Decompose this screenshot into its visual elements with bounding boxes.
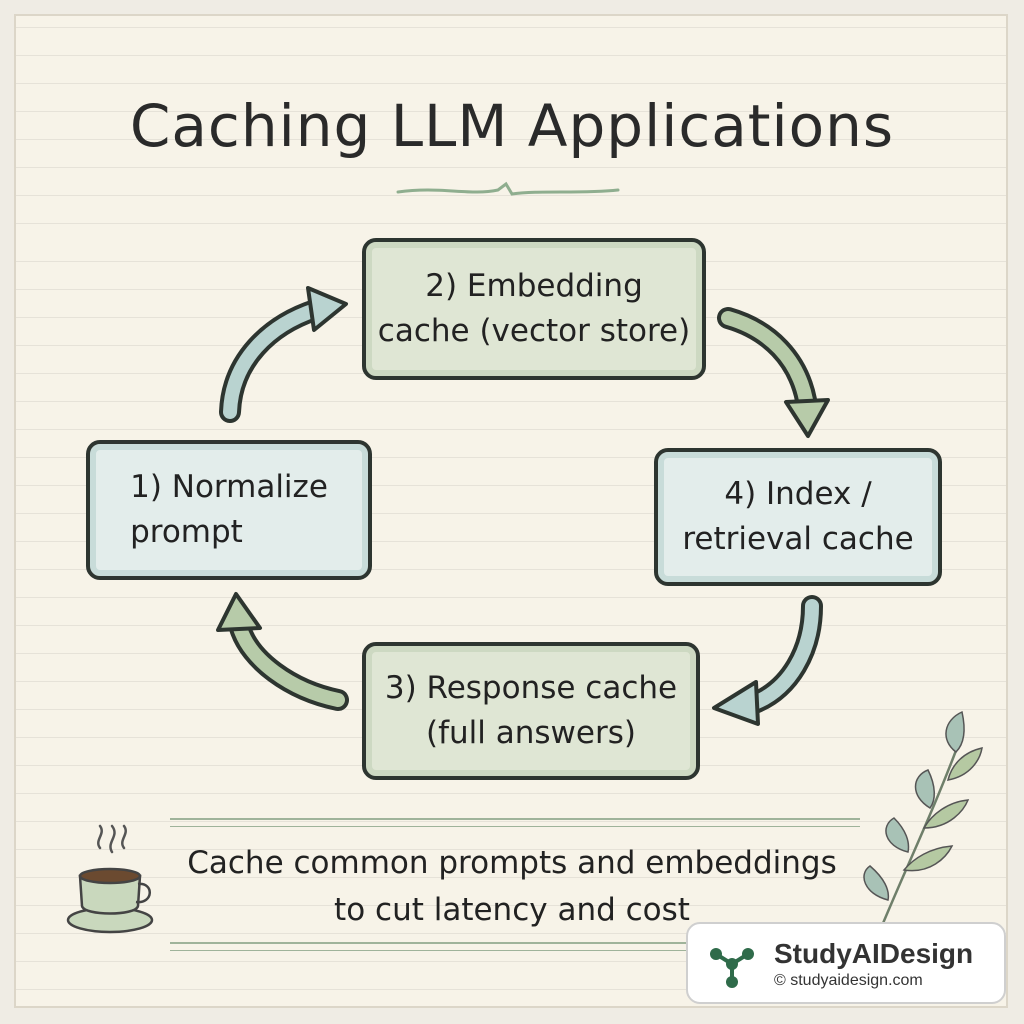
arrow-step3-to-step1 bbox=[216, 592, 349, 711]
caption-line1: Cache common prompts and embeddings bbox=[187, 845, 837, 881]
step-4-line2: retrieval cache bbox=[682, 521, 914, 557]
caption-top-rule bbox=[170, 818, 860, 820]
coffee-cup-icon bbox=[66, 824, 154, 934]
step-1-line1: 1) Normalize bbox=[130, 469, 328, 506]
step-3-line1: 3) Response cache bbox=[384, 670, 678, 707]
arrow-step2-to-step4 bbox=[717, 307, 830, 438]
step-4-line1: 4) Index / bbox=[724, 476, 872, 513]
leaf-branch-icon bbox=[863, 710, 983, 951]
step-3-line2: (full answers) bbox=[426, 715, 636, 751]
arrow-step1-to-step2 bbox=[219, 286, 348, 423]
caption-line2: to cut latency and cost bbox=[334, 891, 690, 928]
caption-bottom-rule-2 bbox=[170, 950, 690, 951]
step-4-index-retrieval-cache: 4) Index / retrieval cache bbox=[654, 448, 942, 586]
brand-name: StudyAIDesign bbox=[774, 938, 974, 969]
step-2-line1: 2) Embedding bbox=[425, 268, 643, 305]
brand-logo-icon bbox=[710, 948, 754, 988]
step-2-line2: cache (vector store) bbox=[377, 313, 691, 349]
title-underline-squiggle bbox=[396, 181, 620, 196]
brand-badge[interactable]: StudyAIDesign © studyaidesign.com bbox=[686, 922, 1006, 1004]
caption-top-rule-2 bbox=[170, 826, 860, 827]
step-3-response-cache: 3) Response cache (full answers) bbox=[362, 642, 700, 780]
page-title: Caching LLM Applications bbox=[129, 92, 895, 160]
step-1-line2: prompt bbox=[130, 514, 243, 550]
step-2-embedding-cache: 2) Embedding cache (vector store) bbox=[362, 238, 706, 380]
brand-url: © studyaidesign.com bbox=[774, 972, 923, 989]
arrow-step4-to-step3 bbox=[712, 595, 823, 726]
caption-bottom-rule bbox=[170, 942, 690, 944]
step-1-normalize-prompt: 1) Normalize prompt bbox=[86, 440, 372, 580]
caption: Cache common prompts and embeddings to c… bbox=[170, 840, 854, 933]
